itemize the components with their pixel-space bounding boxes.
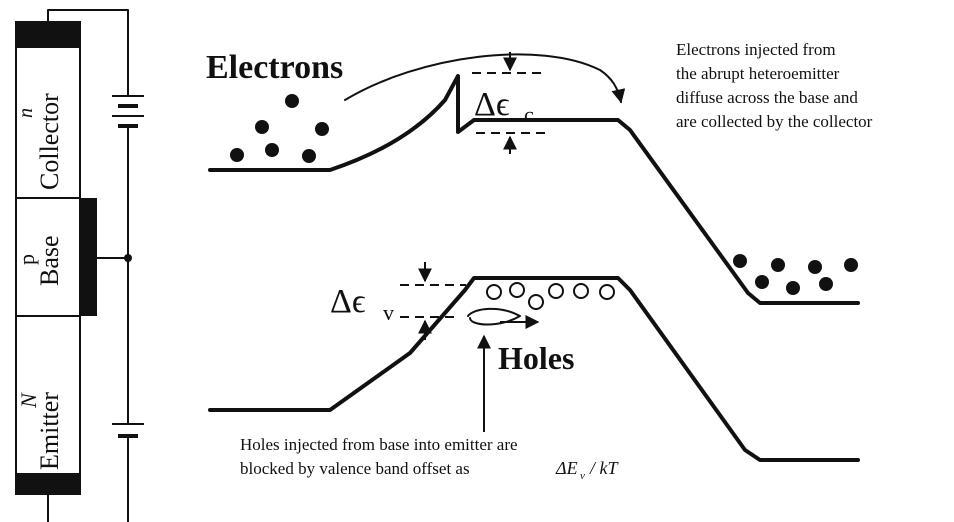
conduction-offset-marker: Δϵ c [472,52,545,154]
electron-dot [786,281,800,295]
hole-circle [599,284,615,300]
hole-note-formula-sub: v [580,470,585,482]
emitter-label: Emitter [35,392,64,470]
delta-ec-symbol: Δϵ [474,86,510,123]
conduction-band-edge [208,74,860,305]
electron-note-line-3: diffuse across the base and [676,88,858,107]
base-holes [486,282,615,310]
collector-label: Collector [35,93,64,190]
base-type-letter: p [14,254,39,265]
electron-note-line-2: the abrupt heteroemitter [676,64,840,83]
valence-band-edge [208,276,860,462]
electron-dot [255,120,269,134]
electron-dot [285,94,299,108]
collector-type-letter: n [15,108,37,118]
electron-note: Electrons injected from the abrupt heter… [676,40,873,131]
collector-electrons [733,254,858,295]
collector-contact [16,22,80,48]
electron-dot [844,258,858,272]
electron-note-line-1: Electrons injected from [676,40,836,59]
hole-note-formula-delta-e: ΔE [555,458,578,478]
hole-circle [486,284,502,300]
hole-reflection-loop [467,307,521,326]
electron-dot [265,143,279,157]
delta-ec-subscript: c [524,102,534,127]
conduction-band [208,74,860,305]
valence-band [208,276,860,462]
hole-note-line-2: blocked by valence band offset as [240,459,470,478]
electron-dot [771,258,785,272]
electron-dot [230,148,244,162]
holes-label: Holes [498,340,574,376]
hole-circle [528,294,544,310]
electron-note-line-4: are collected by the collector [676,112,873,131]
electron-dot [808,260,822,274]
transistor-schematic: Collector n Base p Emitter N [14,9,144,522]
hole-circle [573,283,589,299]
hole-circle [548,283,564,299]
electron-dot [819,277,833,291]
hole-note-formula-kt: / kT [589,458,619,478]
electron-dot [733,254,747,268]
electron-dot [315,122,329,136]
base-label: Base [35,235,64,286]
hole-circle [509,282,525,298]
collector-wire [47,9,129,91]
emitter-electrons [230,94,329,163]
base-contact [80,198,97,316]
delta-ev-symbol: Δϵ [330,283,366,320]
valence-offset-marker: Δϵ v [330,262,466,340]
electron-injection-arrow [344,53,626,104]
delta-ev-subscript: v [383,300,394,325]
hole-note: Holes injected from base into emitter ar… [240,435,619,482]
emitter-type-letter: N [16,392,41,409]
hole-note-line-1: Holes injected from base into emitter ar… [240,435,518,454]
electron-dot [302,149,316,163]
emitter-contact [16,473,80,494]
electron-dot [755,275,769,289]
electrons-label: Electrons [206,49,343,86]
